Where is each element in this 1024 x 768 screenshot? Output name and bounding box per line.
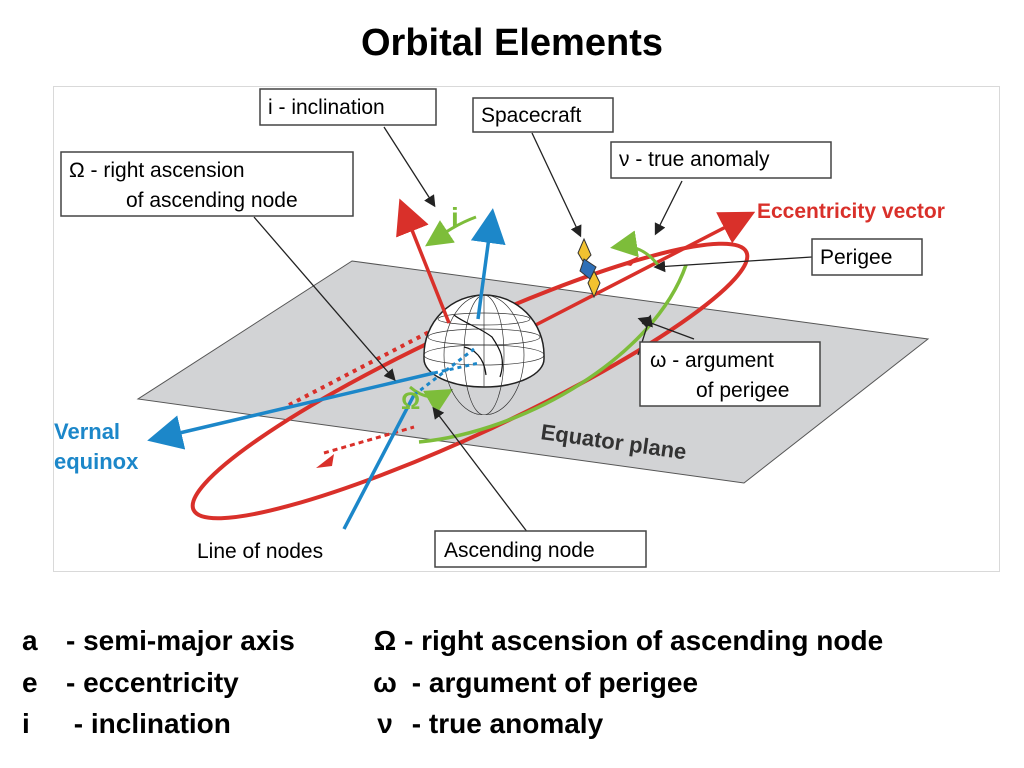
legend-item-e: e - eccentricity bbox=[22, 667, 239, 699]
raan-label-line1: Ω - right ascension bbox=[69, 159, 245, 182]
page-title: Orbital Elements bbox=[361, 22, 663, 64]
vernal-equinox-arrow bbox=[147, 371, 435, 450]
line-of-nodes bbox=[342, 394, 416, 530]
true-anomaly-box bbox=[610, 141, 832, 179]
argument-of-perigee-arc bbox=[418, 264, 688, 444]
legend-key: a bbox=[22, 625, 38, 656]
spacecraft-icon bbox=[577, 237, 601, 299]
legend-text: - semi-major axis bbox=[66, 625, 295, 656]
leader-raan bbox=[253, 216, 396, 381]
legend-item-true-anomaly: ν - true anomaly bbox=[366, 708, 603, 740]
orbit-direction-arrow bbox=[621, 256, 639, 266]
eccentricity-vector-arrow bbox=[523, 211, 756, 333]
legend-text: - true anomaly bbox=[404, 708, 604, 739]
true-anomaly-label: ν - true anomaly bbox=[619, 148, 770, 171]
perigee-label: Perigee bbox=[820, 246, 892, 269]
vernal-equinox-label-line2: equinox bbox=[54, 449, 139, 474]
diagram-canvas: i - inclination Spacecraft Ω - right asc… bbox=[54, 88, 945, 568]
legend-text: - eccentricity bbox=[66, 667, 239, 698]
vernal-equinox-label-line1: Vernal bbox=[54, 419, 120, 444]
orbit-normal-arrow bbox=[396, 198, 451, 324]
legend-item-raan: Ω- right ascension of ascending node bbox=[366, 625, 883, 657]
apse-line-front bbox=[323, 425, 415, 455]
legend-text: - argument of perigee bbox=[404, 667, 699, 698]
spacecraft-label: Spacecraft bbox=[481, 104, 582, 127]
legend-text: - inclination bbox=[66, 708, 231, 739]
leader-true-anomaly bbox=[654, 180, 683, 236]
legend-key: ω bbox=[373, 667, 397, 698]
ascending-node-box bbox=[434, 530, 647, 568]
raan-arc bbox=[409, 385, 454, 415]
orbital-diagram: i - inclination Spacecraft Ω - right asc… bbox=[53, 86, 1000, 572]
legend-key: Ω bbox=[373, 625, 397, 656]
leader-ascending-node bbox=[432, 406, 529, 534]
raan-box bbox=[60, 151, 354, 217]
legend-item-i: i - inclination bbox=[22, 708, 231, 740]
ascending-node-label: Ascending node bbox=[444, 539, 595, 562]
legend-key: e bbox=[22, 667, 38, 698]
legend-key: ν bbox=[377, 708, 393, 739]
leader-inclination bbox=[383, 126, 436, 208]
legend-text: - right ascension of ascending node bbox=[404, 625, 884, 656]
line-of-nodes-label: Line of nodes bbox=[197, 540, 323, 563]
leader-perigee bbox=[653, 256, 813, 273]
legend-item-a: a - semi-major axis bbox=[22, 625, 295, 657]
arg-perigee-box bbox=[639, 341, 821, 407]
inclination-box bbox=[259, 88, 437, 126]
legend-key: i bbox=[22, 708, 30, 739]
leader-spacecraft bbox=[531, 132, 582, 238]
inclination-arc bbox=[425, 215, 477, 247]
perigee-box bbox=[811, 238, 923, 276]
spacecraft-box bbox=[472, 97, 614, 133]
eccentricity-vector-label: Eccentricity vector bbox=[757, 200, 945, 223]
raan-symbol: Ω bbox=[401, 388, 420, 415]
orbit-direction-arrow bbox=[316, 454, 334, 468]
arg-perigee-label-line2: of perigee bbox=[696, 379, 789, 402]
legend-item-arg-perigee: ω - argument of perigee bbox=[366, 667, 698, 699]
raan-label-line2: of ascending node bbox=[126, 189, 298, 212]
inclination-label: i - inclination bbox=[268, 96, 385, 119]
polar-axis-arrow bbox=[470, 208, 506, 320]
leader-ascending-node-2 bbox=[637, 316, 695, 340]
inclination-symbol: i bbox=[451, 202, 459, 233]
arg-perigee-label-line1: ω - argument bbox=[650, 349, 774, 372]
